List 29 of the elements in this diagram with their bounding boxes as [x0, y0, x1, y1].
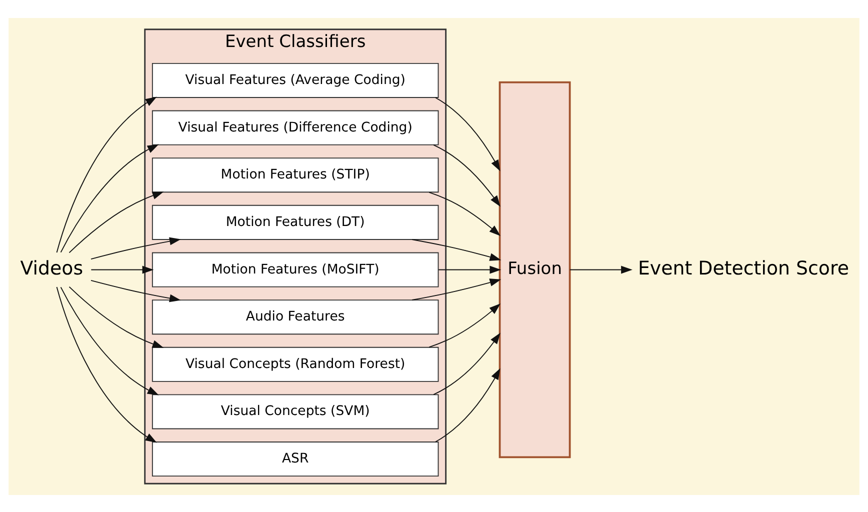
node-box: Visual Concepts (SVM) — [152, 394, 439, 429]
arrow — [56, 286, 157, 442]
node-text: Videos — [20, 256, 84, 279]
arrow — [60, 286, 159, 395]
node-box: Audio Features — [152, 299, 439, 334]
arrow — [90, 280, 181, 302]
node-text: Event Detection Score — [638, 256, 849, 279]
node-box: Fusion — [498, 80, 571, 458]
node-box: Visual Features (Average Coding) — [152, 62, 439, 98]
arrow — [428, 303, 501, 348]
node-box: ASR — [152, 441, 439, 476]
arrow — [90, 265, 154, 274]
arrow — [433, 332, 500, 395]
node-box: Visual Features (Difference Coding) — [152, 110, 439, 145]
node-box: Motion Features (MoSIFT) — [152, 252, 439, 287]
arrow — [435, 96, 500, 171]
arrow — [90, 236, 181, 259]
node-box: Visual Concepts (Random Forest) — [152, 346, 439, 382]
arrow — [428, 191, 501, 236]
arrow — [438, 265, 502, 274]
arrow — [56, 96, 157, 253]
arrow — [60, 144, 159, 252]
arrow — [68, 191, 164, 253]
node-box: Motion Features (DT) — [152, 204, 439, 240]
arrow — [435, 368, 500, 442]
arrow — [433, 144, 500, 206]
arrow — [68, 286, 164, 348]
arrow — [569, 265, 632, 274]
node-box: Motion Features (STIP) — [152, 157, 439, 192]
